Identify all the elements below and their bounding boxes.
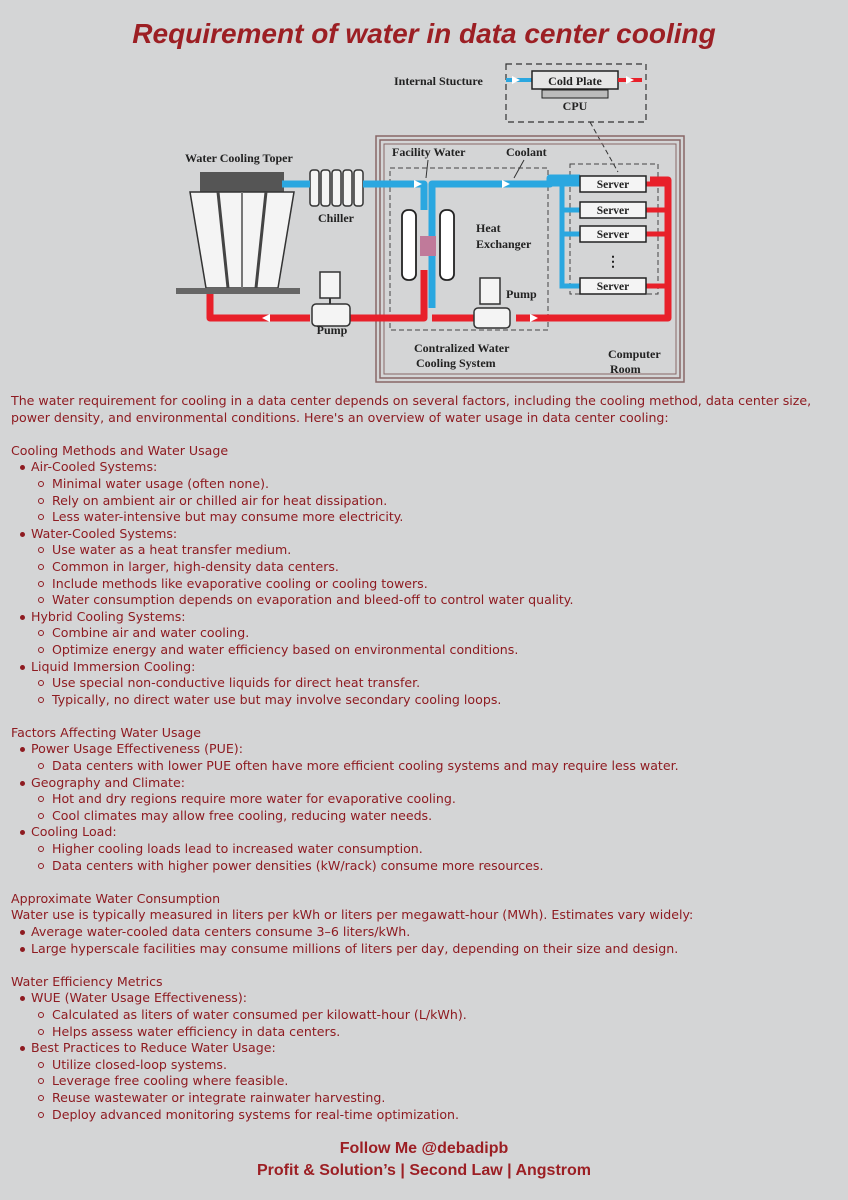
- internal-structure-label: Internal Stucture: [394, 74, 483, 88]
- section-heading: Factors Affecting Water Usage: [11, 724, 201, 740]
- list-item: Utilize closed-loop systems.: [31, 1057, 841, 1074]
- cpu-label: CPU: [563, 99, 588, 113]
- list-item: Optimize energy and water efficiency bas…: [31, 642, 841, 659]
- section-heading: Approximate Water Consumption: [11, 890, 221, 906]
- server-label: Server: [597, 229, 630, 241]
- list-item: Geography and Climate: Hot and dry regio…: [11, 775, 841, 825]
- cooling-system-diagram: Internal Stucture Cold Plate CPU Water C…: [176, 63, 685, 383]
- list-item: Common in larger, high-density data cent…: [31, 559, 841, 576]
- list-item: Deploy advanced monitoring systems for r…: [31, 1107, 841, 1124]
- central-system-label-1: Contralized Water: [414, 341, 510, 355]
- list-item: Liquid Immersion Cooling: Use special no…: [11, 659, 841, 709]
- list-item: Less water-intensive but may consume mor…: [31, 509, 841, 526]
- list-item: Leverage free cooling where feasible.: [31, 1073, 841, 1090]
- list-item: Hot and dry regions require more water f…: [31, 791, 841, 808]
- list-item: Higher cooling loads lead to increased w…: [31, 841, 841, 858]
- cooling-methods-list: Air-Cooled Systems: Minimal water usage …: [11, 459, 841, 708]
- list-item: Data centers with higher power densities…: [31, 858, 841, 875]
- pump-left-label: Pump: [317, 323, 348, 337]
- consumption-list: Average water-cooled data centers consum…: [11, 924, 841, 957]
- article-body: The water requirement for cooling in a d…: [11, 393, 841, 1123]
- list-item: Minimal water usage (often none).: [31, 476, 841, 493]
- follow-handle: Follow Me @debadipb: [339, 1140, 509, 1157]
- server-label: Server: [597, 179, 630, 191]
- list-item: Cool climates may allow free cooling, re…: [31, 808, 841, 825]
- computer-room-label-2: Room: [610, 362, 641, 376]
- list-item: Power Usage Effectiveness (PUE): Data ce…: [11, 741, 841, 774]
- cold-plate-label: Cold Plate: [548, 74, 602, 88]
- chiller-icon: [309, 169, 364, 207]
- list-item: Reuse wastewater or integrate rainwater …: [31, 1090, 841, 1107]
- section-heading: Cooling Methods and Water Usage: [11, 442, 229, 458]
- pump-right-icon: [473, 277, 511, 329]
- list-item: Combine air and water cooling.: [31, 625, 841, 642]
- section-description: Water use is typically measured in liter…: [11, 907, 694, 923]
- heat-exchanger-label-2: Exchanger: [476, 237, 532, 251]
- section-heading: Water Efficiency Metrics: [11, 973, 163, 989]
- list-item: Cooling Load: Higher cooling loads lead …: [11, 824, 841, 874]
- list-item: Use water as a heat transfer medium.: [31, 542, 841, 559]
- heat-exchanger-label-1: Heat: [476, 221, 501, 235]
- factors-list: Power Usage Effectiveness (PUE): Data ce…: [11, 741, 841, 874]
- efficiency-metrics-list: WUE (Water Usage Effectiveness): Calcula…: [11, 990, 841, 1123]
- list-item: Water consumption depends on evaporation…: [31, 592, 841, 609]
- list-item: Hybrid Cooling Systems: Combine air and …: [11, 609, 841, 659]
- water-cooling-tower-label: Water Cooling Toper: [185, 151, 293, 165]
- list-item: Water-Cooled Systems: Use water as a hea…: [11, 526, 841, 609]
- list-item: Include methods like evaporative cooling…: [31, 576, 841, 593]
- list-item: Large hyperscale facilities may consume …: [11, 941, 841, 958]
- central-system-label-2: Cooling System: [416, 356, 496, 370]
- list-item: Air-Cooled Systems: Minimal water usage …: [11, 459, 841, 525]
- server-dots: ⋮: [606, 255, 620, 270]
- list-item: Rely on ambient air or chilled air for h…: [31, 493, 841, 510]
- list-item: Helps assess water efficiency in data ce…: [31, 1024, 841, 1041]
- pump-left-icon: [311, 271, 351, 327]
- list-item: Typically, no direct water use but may i…: [31, 692, 841, 709]
- list-item: Best Practices to Reduce Water Usage: Ut…: [11, 1040, 841, 1123]
- list-item: Calculated as liters of water consumed p…: [31, 1007, 841, 1024]
- page-title: Requirement of water in data center cool…: [132, 18, 716, 49]
- computer-room-label-1: Computer: [608, 347, 661, 361]
- list-item: Use special non-conductive liquids for d…: [31, 675, 841, 692]
- pump-right-label: Pump: [506, 287, 537, 301]
- coolant-label: Coolant: [506, 145, 547, 159]
- intro-paragraph: The water requirement for cooling in a d…: [11, 393, 812, 425]
- server-label: Server: [597, 205, 630, 217]
- list-item: Data centers with lower PUE often have m…: [31, 758, 841, 775]
- chiller-label: Chiller: [318, 211, 355, 225]
- brand-line: Profit & Solution’s | Second Law | Angst…: [257, 1162, 591, 1179]
- list-item: Average water-cooled data centers consum…: [11, 924, 841, 941]
- facility-water-label: Facility Water: [392, 145, 466, 159]
- server-label: Server: [597, 281, 630, 293]
- list-item: WUE (Water Usage Effectiveness): Calcula…: [11, 990, 841, 1040]
